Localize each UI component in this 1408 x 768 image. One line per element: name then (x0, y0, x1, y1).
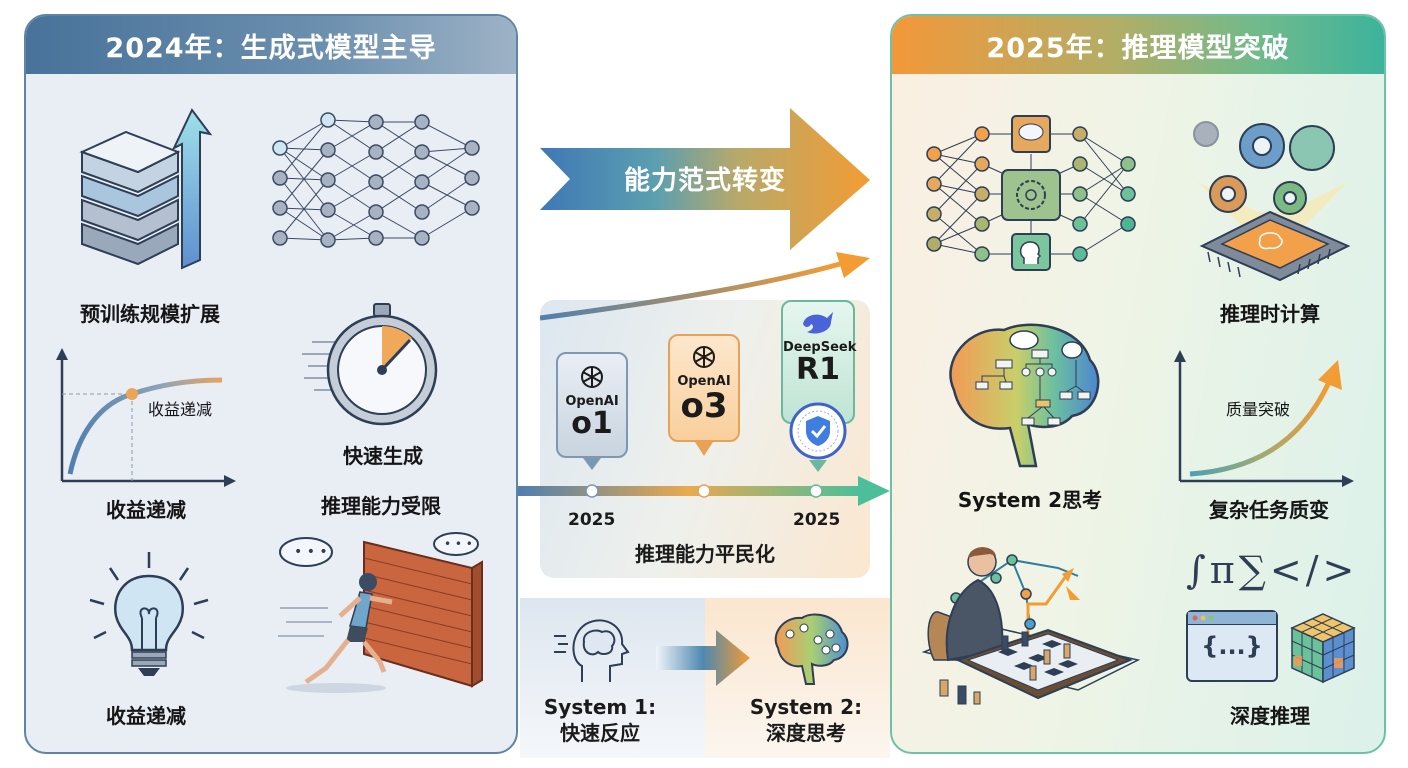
reasoning-network-icon (926, 115, 1136, 271)
bubble-tail (809, 460, 827, 472)
openai-logo-icon (693, 346, 715, 368)
panel-2025-title: 2025年：推理模型突破 (892, 16, 1384, 74)
caption-limited-reasoning: 推理能力受限 (321, 494, 441, 518)
chart-annotation-quality: 质量突破 (1226, 400, 1291, 419)
code-snippet: {...} (1201, 632, 1263, 660)
caption-complex-task-change: 复杂任务质变 (1209, 498, 1329, 522)
quality-breakthrough-chart-icon (1174, 350, 1354, 487)
data-stack-growth-icon (79, 108, 213, 270)
stopwatch-icon (302, 303, 438, 426)
openai-logo-icon (581, 366, 603, 388)
caption-inference-compute: 推理时计算 (1220, 302, 1320, 326)
model-card-o1: OpenAI o1 (556, 352, 628, 458)
neural-network-icon (272, 112, 480, 248)
diminishing-returns-chart-icon (56, 348, 236, 487)
system2-subtitle: 深度思考 (766, 721, 846, 745)
paradigm-shift-label: 能力范式转变 (623, 166, 786, 196)
chart-annotation-diminishing: 收益递减 (148, 400, 213, 419)
model-brand: OpenAI (677, 374, 731, 389)
paradigm-shift-arrow (540, 108, 870, 250)
code-window-icon (1186, 610, 1278, 682)
deepseek-whale-icon (803, 312, 833, 334)
chess-player-icon (921, 547, 1141, 705)
democratization-caption: 推理能力平民化 (635, 542, 775, 566)
runner-hitting-wall-icon: • • • • • • (278, 532, 483, 693)
colorful-brain-icon (774, 613, 849, 685)
model-name: o1 (571, 406, 613, 441)
model-name: o3 (680, 386, 728, 426)
chip-gears-icon (1193, 121, 1351, 282)
model-brand: DeepSeek (783, 340, 857, 355)
system1-title: System 1: (543, 695, 657, 719)
timeline-year-start: 2025 (568, 510, 616, 530)
svg-text:• • •: • • • (444, 537, 473, 551)
head-fast-thinking-icon (554, 619, 630, 682)
caption-diminishing-returns-2: 收益递减 (106, 704, 186, 728)
model-card-o3: OpenAI o3 (668, 334, 740, 442)
system1-label: System 1: 快速反应 (530, 694, 670, 746)
system2-title: System 2: (749, 695, 863, 719)
model-name: R1 (796, 352, 840, 387)
bubble-tail (695, 442, 713, 456)
growth-curve-arrow (540, 252, 870, 321)
system-shift-arrow (656, 630, 750, 686)
caption-fast-generation: 快速生成 (343, 444, 423, 468)
math-symbols: ∫π∑</> (1186, 548, 1359, 592)
rubiks-cube-icon (1290, 613, 1356, 684)
timeline-year-end: 2025 (793, 510, 841, 530)
caption-deep-reasoning: 深度推理 (1230, 704, 1310, 728)
caption-pretraining-scale: 预训练规模扩展 (80, 302, 220, 326)
panel-2024-title: 2024年：生成式模型主导 (26, 16, 516, 74)
lightbulb-icon (89, 552, 209, 676)
caption-diminishing-returns: 收益递减 (106, 498, 186, 522)
model-brand: OpenAI (565, 394, 619, 409)
caption-system2-thinking: System 2思考 (957, 488, 1103, 512)
brain-tree-icon (949, 323, 1100, 468)
bubble-tail (583, 458, 601, 470)
system1-subtitle: 快速反应 (560, 721, 640, 745)
system2-label: System 2: 深度思考 (736, 694, 876, 746)
timeline-arrow (518, 476, 890, 506)
panel-2024: 2024年：生成式模型主导 (24, 14, 518, 754)
open-source-shield-badge (789, 402, 847, 460)
svg-text:• • •: • • • (294, 544, 328, 560)
